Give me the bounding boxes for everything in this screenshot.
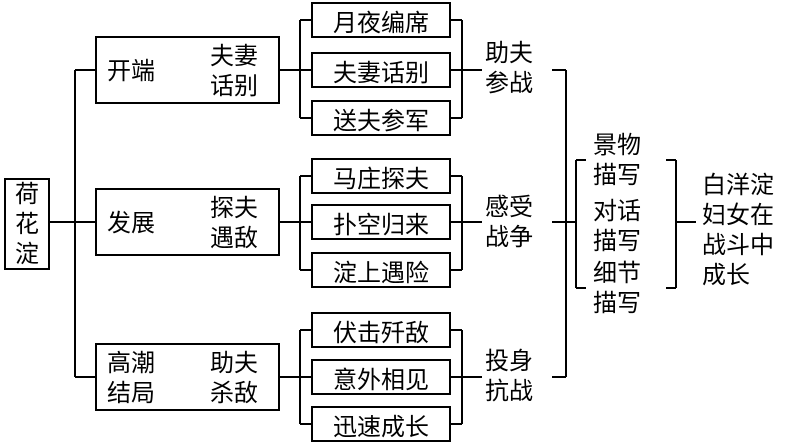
scene-box: 扑空归来 [311,204,451,240]
stage-event-line2: 遇敌 [210,224,258,252]
theme-line: 成长 [702,261,750,289]
scene-box: 意外相见 [311,359,451,395]
stage-event-line1: 夫妻 [210,42,258,70]
technique-line2: 描写 [593,289,641,317]
technique-line2: 描写 [593,227,641,255]
outcome-line1: 助夫 [485,39,533,67]
stage-event-line1: 助夫 [210,349,258,377]
scene-box: 伏击歼敌 [311,312,451,348]
stage-box-3: 高潮 结局 助夫 杀敌 [95,343,280,411]
scene-box: 送夫参军 [311,100,451,136]
outcome-line2: 参战 [485,69,533,97]
theme-line: 战斗中 [702,231,774,259]
stage-name: 发展 [107,209,155,237]
technique-line1: 对话 [593,197,641,225]
outcome-line1: 感受 [485,193,533,221]
scene-box: 淀上遇险 [311,252,451,288]
root-box: 荷花淀 [4,178,50,270]
stage-event-line2: 话别 [210,72,258,100]
stage-event-line1: 探夫 [210,194,258,222]
scene-box: 月夜编席 [311,2,451,38]
scene-box: 迅速成长 [311,406,451,442]
stage-event-line2: 杀敌 [210,379,258,407]
scene-box: 马庄探夫 [311,158,451,194]
technique-line2: 描写 [593,161,641,189]
outcome-line2: 抗战 [485,377,533,405]
stage-box-2: 发展 探夫 遇敌 [95,188,280,256]
technique-line1: 细节 [593,259,641,287]
theme-line: 白洋淀 [702,171,774,199]
outcome-line1: 投身 [485,347,533,375]
stage-name-line1: 高潮 [107,349,155,377]
stage-name-line2: 结局 [107,379,155,407]
stage-name: 开端 [107,57,155,85]
technique-line1: 景物 [593,131,641,159]
root-title: 荷花淀 [15,180,39,268]
outcome-line2: 战争 [485,223,533,251]
theme-line: 妇女在 [702,201,774,229]
scene-box: 夫妻话别 [311,52,451,88]
stage-box-1: 开端 夫妻 话别 [95,36,280,104]
